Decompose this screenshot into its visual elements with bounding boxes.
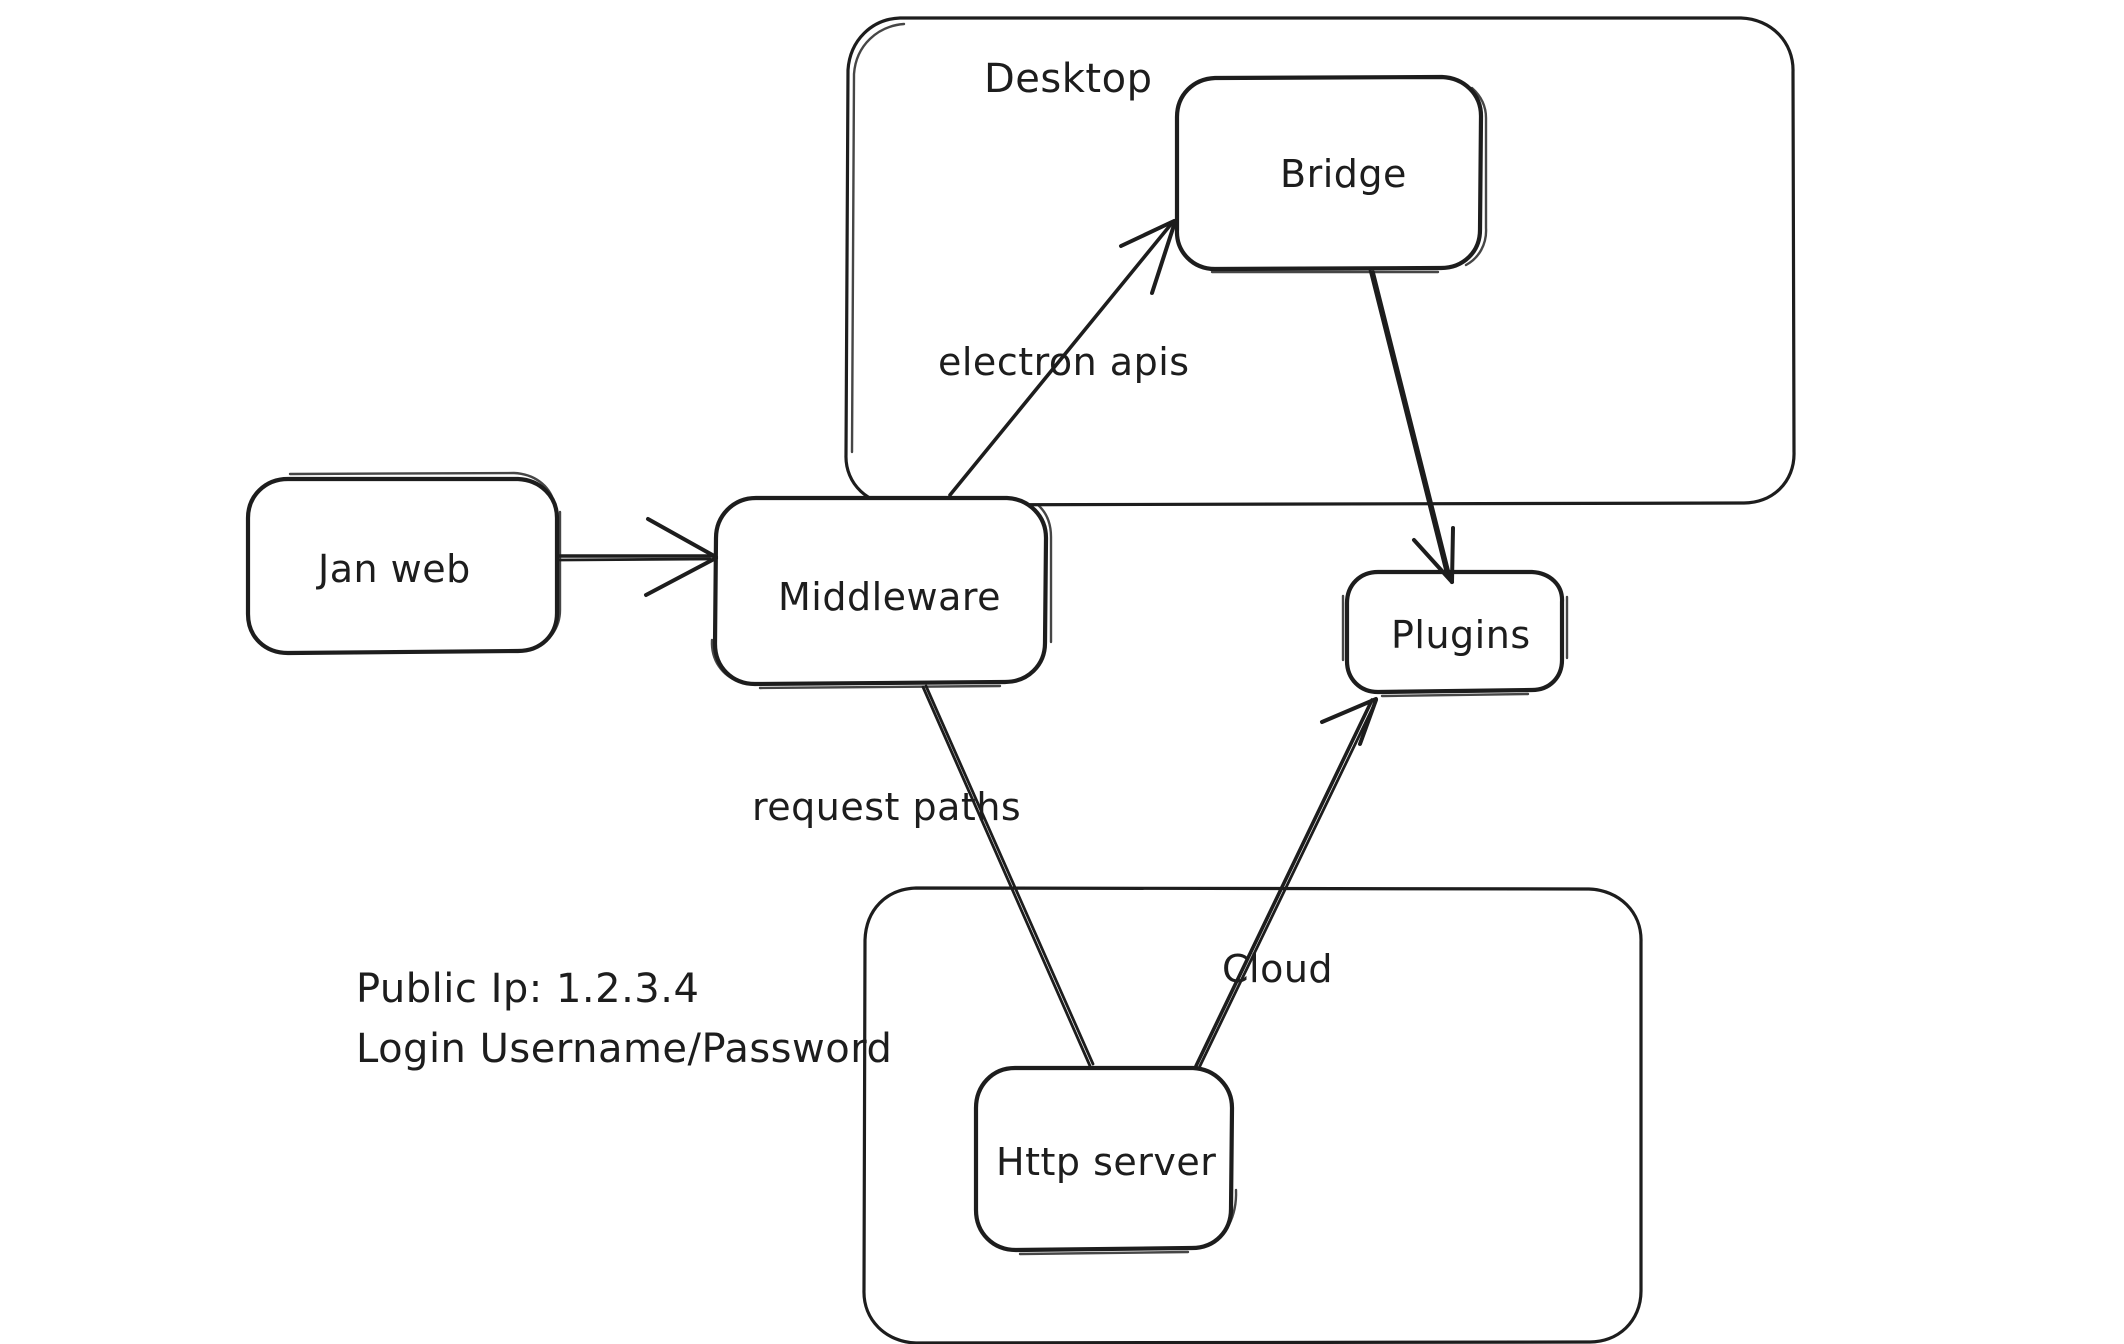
container-label-desktop: Desktop	[984, 56, 1152, 102]
node-label-plugins: Plugins	[1391, 613, 1531, 657]
edge-label-electron-apis: electron apis	[938, 340, 1190, 384]
edge-bridge-plugins[interactable]	[1368, 268, 1455, 584]
node-jan-web[interactable]	[245, 471, 562, 656]
node-label-bridge: Bridge	[1280, 152, 1407, 196]
notes-block: Public Ip: 1.2.3.4 Login Username/Passwo…	[356, 966, 892, 1072]
note-login: Login Username/Password	[356, 1026, 892, 1072]
node-label-http-server: Http server	[996, 1140, 1216, 1184]
node-http-server[interactable]	[973, 1065, 1238, 1256]
node-label-middleware: Middleware	[778, 575, 1001, 619]
edge-httpserver-plugins[interactable]: Cloud	[1194, 697, 1378, 1070]
edge-label-request-paths: request paths	[752, 785, 1021, 829]
edge-middleware-bridge[interactable]: electron apis	[938, 219, 1190, 497]
edge-janweb-middleware[interactable]	[557, 517, 718, 597]
node-middleware[interactable]	[710, 495, 1053, 690]
edge-label-cloud: Cloud	[1222, 947, 1333, 991]
note-public-ip: Public Ip: 1.2.3.4	[356, 966, 699, 1012]
node-bridge[interactable]	[1174, 74, 1488, 274]
node-label-jan-web: Jan web	[316, 547, 471, 591]
node-plugins[interactable]	[1341, 569, 1569, 698]
edge-middleware-httpserver[interactable]: request paths	[752, 684, 1095, 1068]
